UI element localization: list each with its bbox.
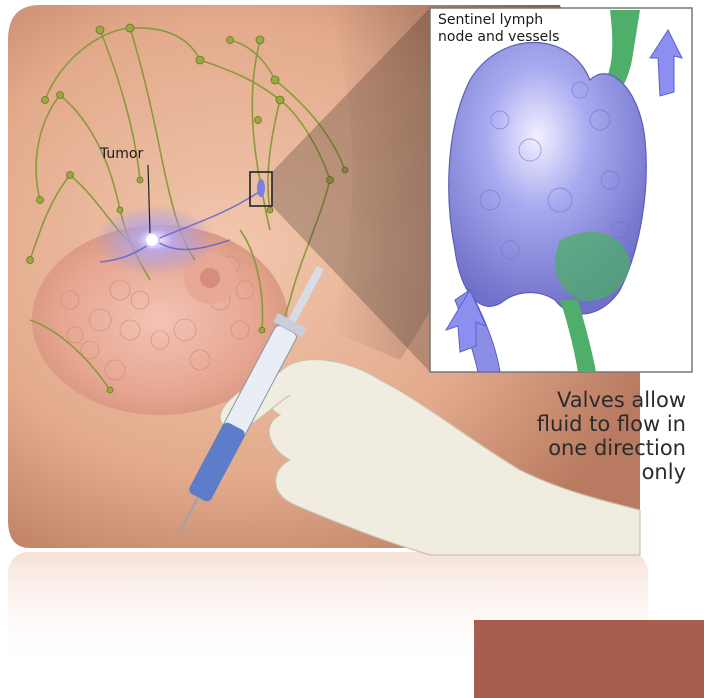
tumor — [145, 233, 159, 247]
valve-caption: Valves allow fluid to flow in one direct… — [456, 388, 686, 484]
inset-title: Sentinel lymph node and vessels — [438, 12, 638, 46]
tumor-label: Tumor — [100, 146, 143, 162]
